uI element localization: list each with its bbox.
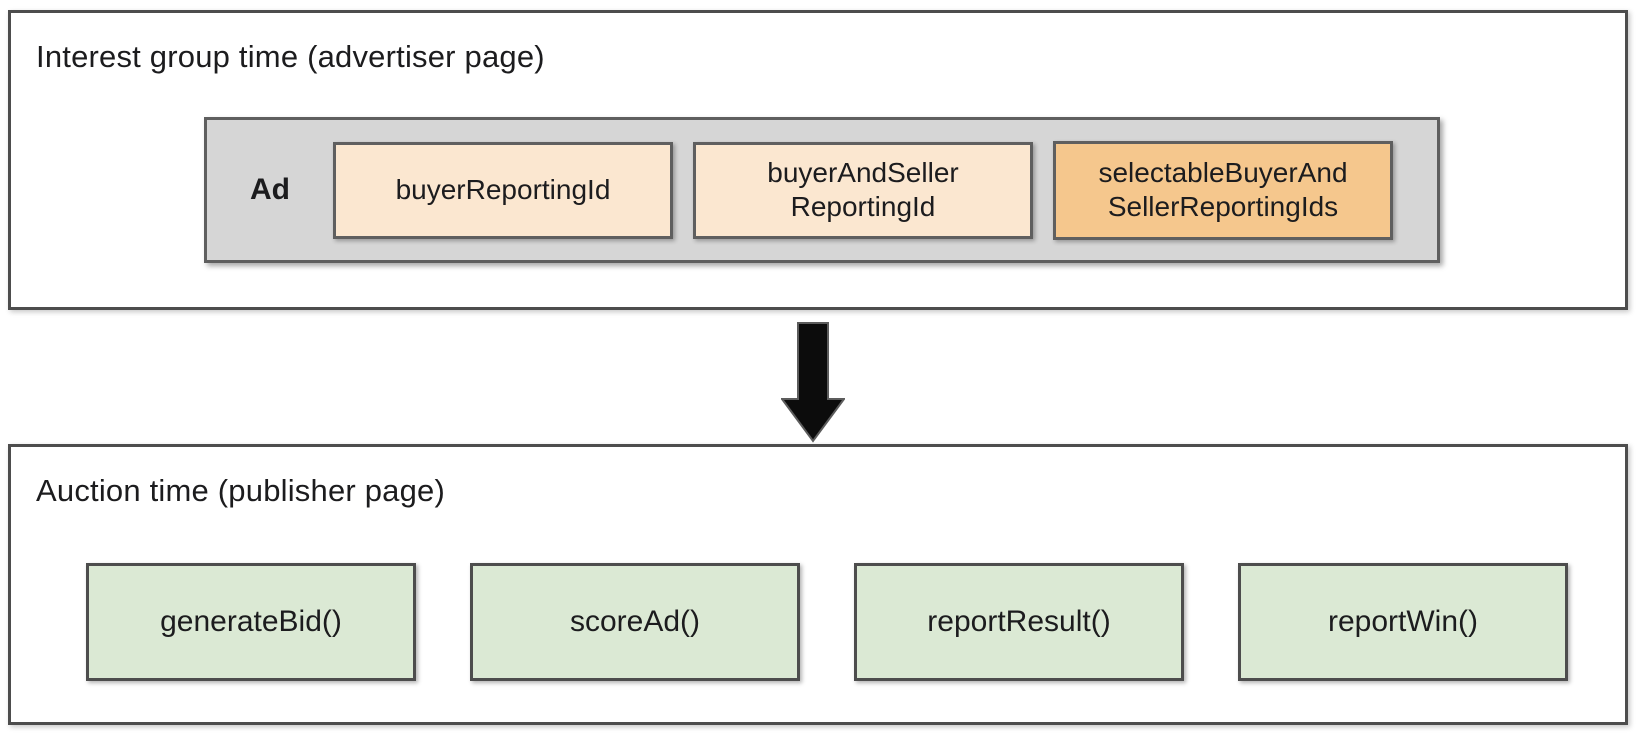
ad-label: Ad bbox=[250, 173, 290, 206]
function-box-generatebid: generateBid() bbox=[86, 563, 416, 681]
id-box-line: SellerReportingIds bbox=[1107, 191, 1339, 222]
auction-title: Auction time (publisher page) bbox=[36, 473, 446, 508]
selectable-buyer-and-seller-reporting-ids-box: selectableBuyerAnd SellerReportingIds bbox=[1053, 140, 1393, 240]
function-row: generateBid() scoreAd() reportResult() r… bbox=[11, 563, 1568, 681]
function-label: generateBid() bbox=[160, 605, 342, 638]
function-label: reportResult() bbox=[927, 605, 1111, 638]
function-box-scoread: scoreAd() bbox=[470, 563, 800, 681]
ad-container: Ad buyerReportingId buyerAndSeller Repor… bbox=[204, 117, 1440, 263]
function-label: reportWin() bbox=[1327, 605, 1478, 638]
down-arrow-icon bbox=[781, 322, 845, 443]
function-box-reportwin: reportWin() bbox=[1238, 563, 1568, 681]
buyer-reporting-id-box: buyerReportingId bbox=[333, 141, 673, 239]
id-box-line: buyerAndSeller bbox=[767, 156, 959, 188]
function-label: scoreAd() bbox=[569, 605, 701, 638]
interest-group-section: Interest group time (advertiser page) Ad… bbox=[8, 10, 1628, 310]
interest-group-title: Interest group time (advertiser page) bbox=[36, 39, 545, 74]
function-box-reportresult: reportResult() bbox=[854, 563, 1184, 681]
id-box-line: buyerReportingId bbox=[395, 173, 611, 205]
auction-section: Auction time (publisher page) generateBi… bbox=[8, 444, 1628, 725]
id-box-line: selectableBuyerAnd bbox=[1098, 156, 1348, 188]
id-box-line: ReportingId bbox=[790, 191, 936, 222]
buyer-and-seller-reporting-id-box: buyerAndSeller ReportingId bbox=[693, 141, 1033, 239]
